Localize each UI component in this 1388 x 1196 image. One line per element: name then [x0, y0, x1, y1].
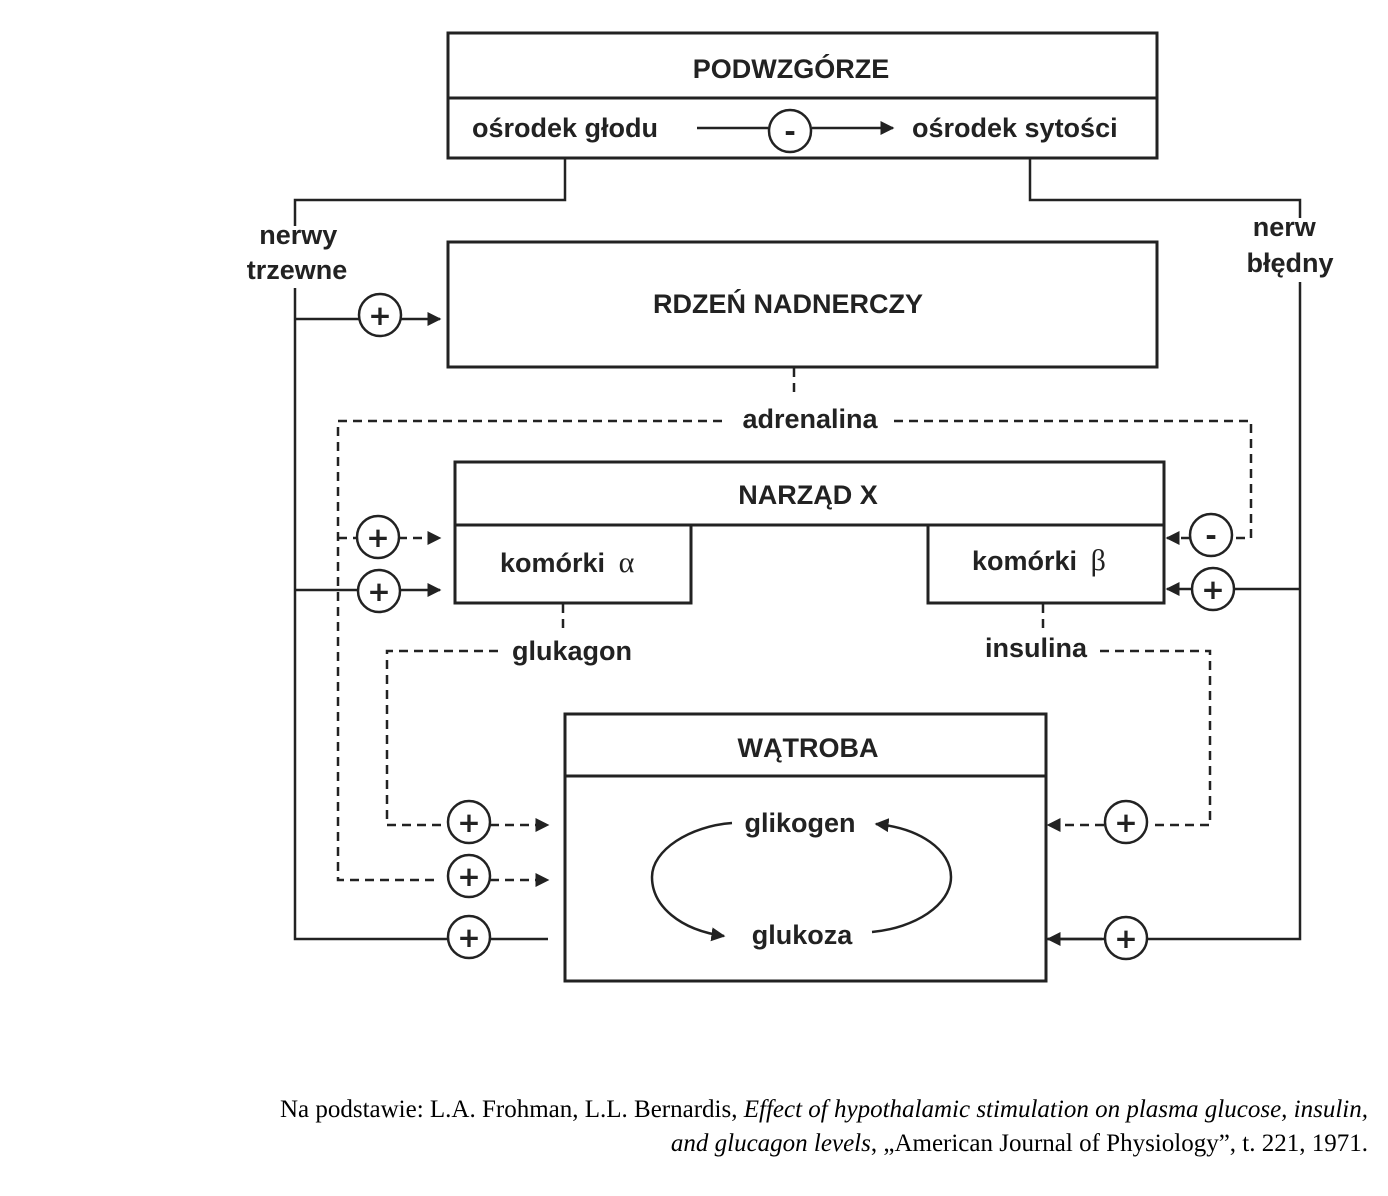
citation-suffix: , „American Journal of Physiology”, t. 2… [870, 1130, 1368, 1157]
beta-adrenaline-sign: - [1188, 512, 1234, 558]
hunger-center-label: ośrodek głodu [472, 113, 658, 143]
splanchnic-nerve-trunk [293, 288, 548, 941]
alpha-adrenaline-sign: + [355, 514, 401, 560]
svg-text:+: + [368, 299, 391, 332]
glucose-to-glycogen-arrow [871, 818, 953, 934]
splanchnic-nerve-line [293, 158, 567, 226]
adrenaline-left-line [336, 419, 722, 882]
liver-insulin-sign: + [1103, 799, 1149, 845]
beta-cells-label: komórki β [972, 544, 1106, 577]
glucagon-line [385, 649, 498, 827]
vagus-nerve-label: nerw błędny [1246, 212, 1333, 278]
svg-text:-: - [1205, 519, 1217, 552]
regulation-diagram: PODWZGÓRZE ośrodek głodu ośrodek sytości… [247, 31, 1334, 983]
liver-box: WĄTROBA glikogen glukoza [563, 712, 1048, 983]
svg-text:+: + [1201, 573, 1224, 606]
glucagon-label: glukagon [512, 636, 632, 666]
adrenaline-right-line [894, 419, 1253, 540]
adrenaline-label: adrenalina [742, 404, 878, 434]
organ-x-title: NARZĄD X [738, 480, 878, 510]
insulin-line [1100, 649, 1212, 827]
adrenal-stimulation-sign: + [357, 292, 403, 338]
splanchnic-nerves-label: nerwy trzewne [247, 220, 348, 285]
svg-text:+: + [1114, 922, 1137, 955]
hypothalamus-box: PODWZGÓRZE ośrodek głodu ośrodek sytości… [446, 31, 1159, 160]
satiety-center-label: ośrodek sytości [912, 113, 1118, 143]
glycogen-label: glikogen [744, 808, 855, 838]
insulin-label: insulina [985, 633, 1088, 663]
liver-glucagon-sign: + [446, 799, 492, 845]
vagus-nerve-trunk [1046, 282, 1302, 941]
inhibition-sign: - [767, 108, 813, 154]
glucose-label: glukoza [752, 920, 853, 950]
svg-text:+: + [457, 860, 480, 893]
citation-title-part-2: and glucagon levels [670, 1130, 871, 1157]
source-citation: Na podstawie: L.A. Frohman, L.L. Bernard… [28, 1093, 1368, 1161]
adrenal-medulla-title: RDZEŃ NADNERCZY [653, 288, 923, 319]
liver-title: WĄTROBA [738, 733, 879, 763]
svg-text:+: + [457, 806, 480, 839]
svg-text:+: + [1114, 806, 1137, 839]
beta-nerve-sign: + [1190, 566, 1236, 612]
adrenal-medulla-box: RDZEŃ NADNERCZY [446, 240, 1159, 369]
svg-text:-: - [784, 115, 796, 148]
alpha-cells-label: komórki α [500, 546, 635, 579]
citation-prefix: Na podstawie: L.A. Frohman, L.L. Bernard… [279, 1096, 744, 1123]
citation-line-2: and glucagon levels, „American Journal o… [28, 1127, 1368, 1161]
svg-text:+: + [457, 921, 480, 954]
glycogen-to-glucose-arrow [650, 821, 733, 942]
svg-text:+: + [367, 575, 390, 608]
beta-cells-box [926, 523, 1166, 605]
liver-adrenaline-sign: + [446, 853, 492, 899]
liver-vagus-sign: + [1103, 915, 1149, 961]
hypothalamus-title: PODWZGÓRZE [693, 53, 890, 84]
alpha-nerve-sign: + [356, 568, 402, 614]
alpha-cells-box [453, 523, 693, 605]
organ-x-box: NARZĄD X komórki α komórki β [453, 460, 1166, 605]
citation-line-1: Na podstawie: L.A. Frohman, L.L. Bernard… [28, 1093, 1368, 1127]
vagus-nerve-line [1028, 158, 1302, 218]
svg-text:+: + [366, 521, 389, 554]
liver-splanchnic-sign: + [446, 914, 492, 960]
citation-title-part-1: Effect of hypothalamic stimulation on pl… [743, 1096, 1368, 1123]
